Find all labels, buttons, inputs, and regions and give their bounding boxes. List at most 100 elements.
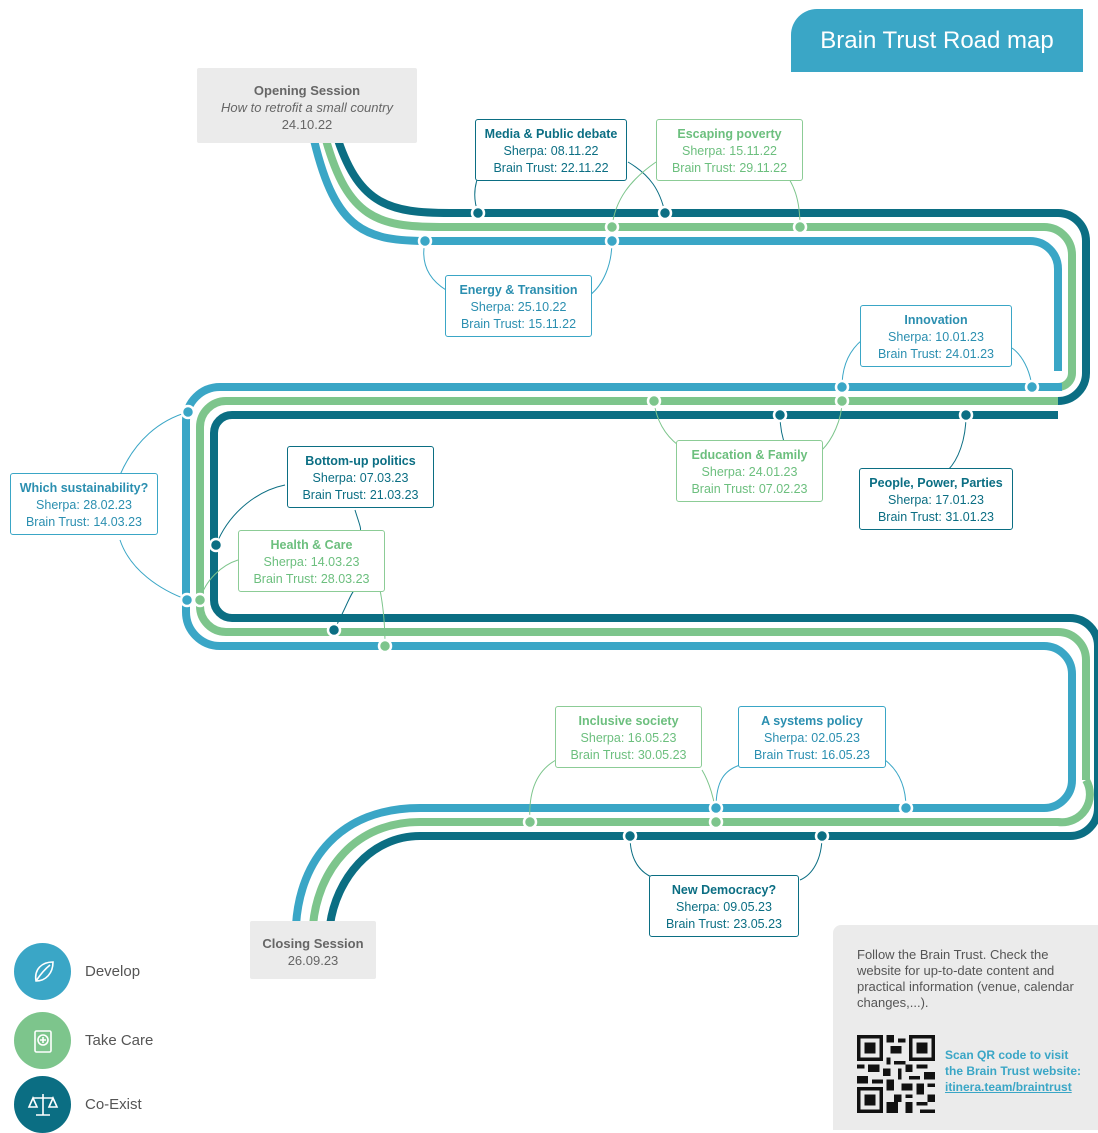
legend-label: Take Care (85, 1032, 154, 1049)
session-brain-trust-date: Brain Trust: 22.11.22 (493, 161, 609, 175)
node-bottomup-sherpa (208, 537, 224, 553)
node-poverty-brain (792, 219, 808, 235)
connector-democracy (629, 835, 823, 881)
session-sherpa-date: Sherpa: 09.05.23 (676, 900, 772, 914)
title-banner: Brain Trust Road map (791, 9, 1083, 72)
session-sherpa-date: Sherpa: 10.01.23 (888, 330, 984, 344)
node-media-brain (657, 205, 673, 221)
session-title: Innovation (904, 313, 968, 327)
info-text: Follow the Brain Trust. Check the websit… (857, 947, 1074, 1010)
session-sherpa-date: Sherpa: 16.05.23 (580, 731, 677, 745)
node-health-brain (377, 638, 393, 654)
opening-subtitle: How to retrofit a small country (221, 100, 393, 115)
node-democracy-brain (814, 828, 830, 844)
website-link[interactable]: itinera.team/braintrust (945, 1080, 1072, 1094)
info-panel: Follow the Brain Trust. Check the websit… (833, 925, 1098, 1130)
node-inclusive-brain (708, 814, 724, 830)
opening-date: 24.10.22 (281, 117, 333, 132)
node-sustainability-brain (179, 592, 195, 608)
session-inclusive: Inclusive society Sherpa: 16.05.23 Brain… (555, 706, 702, 768)
session-title: Which sustainability? (19, 481, 149, 495)
node-education-brain (834, 393, 850, 409)
session-title: Escaping poverty (677, 127, 782, 141)
node-energy-brain (604, 233, 620, 249)
node-health-sherpa (192, 592, 208, 608)
session-democracy: New Democracy? Sherpa: 09.05.23 Brain Tr… (649, 875, 799, 937)
session-people: People, Power, Parties Sherpa: 17.01.23 … (859, 468, 1013, 530)
node-systems-brain (898, 800, 914, 816)
session-title: New Democracy? (671, 883, 777, 897)
node-media-sherpa (470, 205, 486, 221)
session-title: Inclusive society (578, 714, 679, 728)
node-innovation-sherpa (834, 379, 850, 395)
session-brain-trust-date: Brain Trust: 31.01.23 (877, 510, 995, 524)
session-title: People, Power, Parties (869, 476, 1003, 490)
legend-label: Co-Exist (85, 1096, 142, 1113)
session-bottomup: Bottom-up politics Sherpa: 07.03.23 Brai… (287, 446, 434, 508)
session-title: A systems policy (761, 714, 863, 728)
node-bottomup-brain (326, 622, 342, 638)
session-sherpa-date: Sherpa: 08.11.22 (503, 144, 599, 158)
track-co-exist-top (334, 138, 1090, 405)
node-inclusive-sherpa (522, 814, 538, 830)
node-energy-sherpa (417, 233, 433, 249)
closing-session-box: Closing Session 26.09.23 (250, 921, 376, 979)
session-innovation: Innovation Sherpa: 10.01.23 Brain Trust:… (860, 305, 1012, 367)
qr-instruction: Scan QR code to visit the Brain Trust we… (945, 1048, 1082, 1078)
track-co-exist-bottom (326, 646, 1098, 926)
connector-inclusive (529, 759, 717, 823)
session-sherpa-date: Sherpa: 25.10.22 (470, 300, 567, 314)
leaf-icon (14, 943, 71, 1000)
session-brain-trust-date: Brain Trust: 15.11.22 (460, 317, 577, 331)
session-brain-trust-date: Brain Trust: 30.05.23 (570, 748, 687, 762)
session-brain-trust-date: Brain Trust: 24.01.23 (877, 347, 995, 361)
node-people-brain (958, 407, 974, 423)
track-develop-bottom (292, 779, 1076, 926)
qr-text: Scan QR code to visit the Brain Trust we… (945, 1047, 1085, 1095)
qr-code-icon[interactable] (857, 1035, 935, 1113)
session-sherpa-date: Sherpa: 15.11.22 (682, 144, 777, 158)
track-co-exist-mid (210, 411, 1098, 647)
node-poverty-sherpa (604, 219, 620, 235)
node-sustainability-sherpa (180, 404, 196, 420)
node-systems-sherpa (708, 800, 724, 816)
session-sherpa-date: Sherpa: 14.03.23 (263, 555, 360, 569)
session-sherpa-date: Sherpa: 02.05.23 (764, 731, 860, 745)
session-brain-trust-date: Brain Trust: 23.05.23 (665, 917, 783, 931)
legend-label: Develop (85, 963, 141, 980)
session-title: Bottom-up politics (305, 454, 416, 468)
node-innovation-brain (1024, 379, 1040, 395)
session-brain-trust-date: Brain Trust: 21.03.23 (302, 488, 419, 502)
session-title: Education & Family (691, 448, 808, 462)
closing-title: Closing Session (262, 936, 364, 951)
track-take-care-mid (196, 397, 1090, 780)
health-book-icon (14, 1012, 71, 1069)
session-title: Media & Public debate (484, 127, 618, 141)
session-education: Education & Family Sherpa: 24.01.23 Brai… (676, 440, 823, 502)
session-brain-trust-date: Brain Trust: 14.03.23 (25, 515, 143, 529)
track-take-care-bottom (309, 777, 1094, 926)
session-sherpa-date: Sherpa: 28.02.23 (36, 498, 132, 512)
session-title: Energy & Transition (459, 283, 578, 297)
opening-title: Opening Session (253, 83, 361, 98)
roadmap-title: Brain Trust Road map (820, 26, 1054, 54)
session-sustainability: Which sustainability? Sherpa: 28.02.23 B… (10, 473, 158, 535)
scales-icon (14, 1076, 71, 1133)
track-take-care-top (322, 138, 1076, 391)
session-brain-trust-date: Brain Trust: 07.02.23 (691, 482, 808, 496)
session-title: Health & Care (270, 538, 353, 552)
connector-sustainability (119, 411, 189, 601)
session-energy: Energy & Transition Sherpa: 25.10.22 Bra… (445, 275, 592, 337)
session-health: Health & Care Sherpa: 14.03.23 Brain Tru… (238, 530, 385, 592)
closing-date: 26.09.23 (287, 953, 339, 968)
node-people-sherpa (772, 407, 788, 423)
legend-develop: Develop (14, 943, 140, 1000)
track-develop-mid (182, 383, 1076, 780)
session-sherpa-date: Sherpa: 07.03.23 (312, 471, 409, 485)
node-education-sherpa (646, 393, 662, 409)
session-brain-trust-date: Brain Trust: 29.11.22 (671, 161, 788, 175)
legend-take-care: Take Care (14, 1012, 153, 1069)
legend-co-exist: Co-Exist (14, 1076, 142, 1133)
session-sherpa-date: Sherpa: 24.01.23 (701, 465, 798, 479)
